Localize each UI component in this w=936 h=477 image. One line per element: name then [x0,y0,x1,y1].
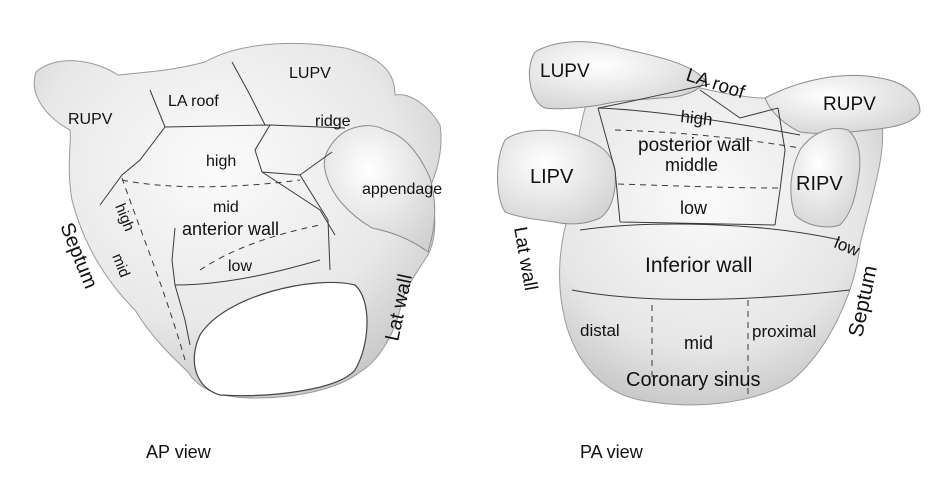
pa-segment-lines [571,83,851,300]
ap-label-low: low [228,258,252,275]
ap-view-caption: AP view [146,442,212,462]
ap-view: RUPV LA roof LUPV ridge high appendage m… [33,42,442,462]
ap-appendage-shape [323,125,436,253]
pa-label-proximal: proximal [752,322,816,341]
pa-label-lupv: LUPV [540,61,590,82]
pa-label-inferior-wall: Inferior wall [645,254,752,277]
ap-label-lupv: LUPV [289,65,331,82]
ap-segment-lines [99,61,346,346]
pa-lupv-shape [528,41,706,110]
pa-lipv-shape [497,129,616,225]
pa-label-posterior-wall: posterior wall [638,135,750,156]
pa-label-rupv: RUPV [823,94,876,115]
ap-label-anterior-wall: anterior wall [182,219,279,239]
pa-label-coronary-sinus: Coronary sinus [626,369,761,391]
pa-label-mid: mid [684,333,713,353]
ap-label-rupv: RUPV [68,111,113,128]
ap-mitral-opening [193,281,368,397]
ap-dashed-lines [121,177,321,361]
pa-label-lipv: LIPV [530,166,574,188]
pa-label-high: high [680,107,714,129]
ap-label-mid: mid [213,199,239,216]
pa-label-ripv: RIPV [796,173,843,195]
ap-label-ridge: ridge [315,113,351,130]
ap-label-appendage: appendage [362,181,442,198]
pa-rupv-shape [764,75,921,134]
pa-label-middle: middle [665,155,718,175]
pa-view: LUPV LA roof RUPV high posterior wall mi… [497,41,921,462]
pa-view-caption: PA view [580,442,644,462]
pa-ripv-shape [790,127,861,228]
pa-label-distal: distal [580,321,620,340]
ap-label-la-roof: LA roof [168,93,219,110]
pa-label-low: low [680,198,708,218]
ap-label-high: high [206,153,236,170]
pa-label-lat-wall: Lat wall [509,225,541,292]
